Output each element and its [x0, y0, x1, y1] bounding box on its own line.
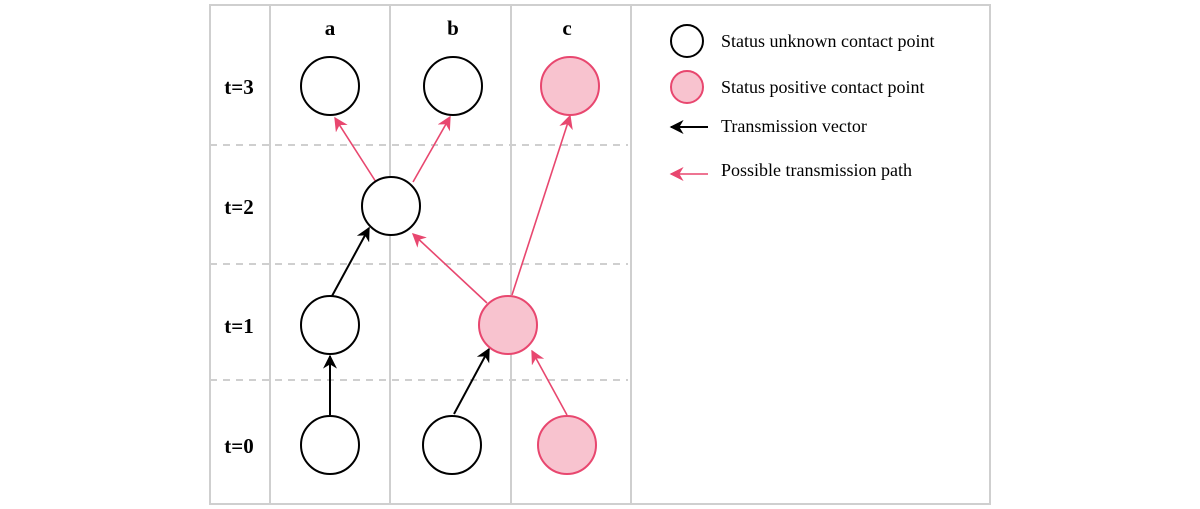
edge-bc1-ab2: [411, 233, 488, 304]
row-label-t2: t=2: [224, 195, 253, 219]
node-c0-positive: [537, 415, 597, 475]
legend-unknown-circle-icon: [670, 24, 704, 58]
node-a3-unknown: [300, 56, 360, 116]
edge-b0-bc1: [453, 347, 490, 415]
edge-bc1-c3: [511, 114, 573, 296]
node-bc1-positive: [478, 295, 538, 355]
edge-ab2-b3: [412, 115, 451, 183]
legend-label-positive: Status positive contact point: [721, 77, 924, 97]
edge-a1-ab2: [331, 226, 370, 297]
edges: [323, 114, 573, 416]
row-label-t1: t=1: [224, 314, 253, 338]
nodes: [300, 56, 600, 475]
legend-label-vector: Transmission vector: [721, 116, 867, 136]
node-ab2-unknown: [361, 176, 421, 236]
node-b0-unknown: [422, 415, 482, 475]
node-c3-positive: [540, 56, 600, 116]
row-label-t3: t=3: [224, 75, 253, 99]
column-label-c: c: [562, 16, 571, 40]
column-label-b: b: [447, 16, 459, 40]
column-label-a: a: [325, 16, 336, 40]
node-b3-unknown: [423, 56, 483, 116]
edge-ab2-a3: [334, 116, 377, 183]
outer-frame: [209, 4, 991, 505]
node-a0-unknown: [300, 415, 360, 475]
row-label-t0: t=0: [224, 434, 253, 458]
node-a1-unknown: [300, 295, 360, 355]
legend-label-possible: Possible transmission path: [721, 160, 912, 180]
legend-label-unknown: Status unknown contact point: [721, 31, 934, 51]
edge-c0-bc1: [531, 349, 568, 416]
legend-positive-circle-icon: [670, 70, 704, 104]
grid: [209, 4, 991, 505]
legend: Status unknown contact point Status posi…: [669, 24, 934, 181]
